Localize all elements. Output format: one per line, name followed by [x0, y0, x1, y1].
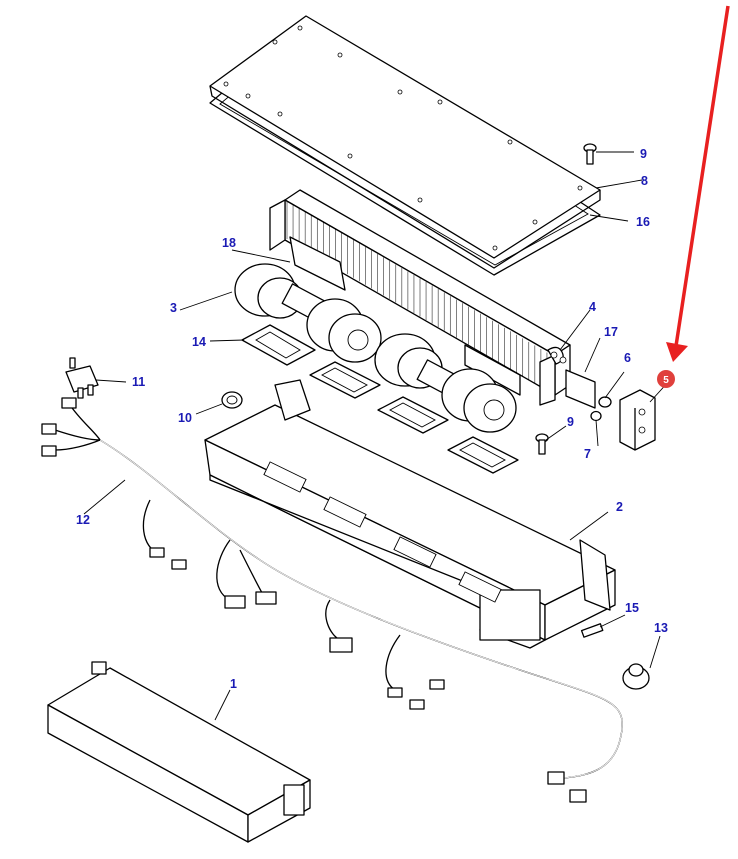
foam-pad-part-17: [565, 369, 596, 409]
callout-2: 2: [616, 500, 623, 514]
seal-duct-center: [309, 361, 519, 474]
callout-9-top: 9: [640, 147, 647, 161]
callout-7: 7: [584, 447, 591, 461]
callout-4: 4: [589, 300, 596, 314]
connector: [409, 699, 425, 710]
control-box-part-1: [47, 661, 311, 843]
connector: [569, 789, 587, 803]
foam-pad-right-core: [464, 344, 521, 396]
connector: [171, 559, 187, 570]
relay-part-11: [65, 357, 99, 399]
screw-part-9-lower: [535, 433, 549, 455]
blower-motor-part-3: [234, 263, 517, 433]
callout-3: 3: [170, 301, 177, 315]
core-fins: [286, 201, 554, 394]
connector: [41, 445, 57, 457]
cover-plate-part-8: [209, 15, 601, 269]
cover-screw-holes: [223, 25, 583, 251]
callout-16: 16: [636, 215, 650, 229]
connector: [547, 771, 565, 785]
screw-part-9-top: [583, 143, 597, 165]
connector: [41, 423, 57, 435]
highlight-arrow: [666, 5, 730, 362]
pin-part-15: [580, 623, 604, 638]
highlight-badge-5: 5: [657, 370, 675, 388]
leader-lines: [83, 151, 671, 721]
o-ring-part-7: [590, 410, 602, 422]
callout-17: 17: [604, 325, 618, 339]
foam-pad-part-18: [289, 236, 346, 291]
callout-labels: 1 2 3 4 6 7 8 9 9 10 11 12 13 14 15 16 1…: [76, 147, 668, 691]
heater-core-part-4: [269, 189, 571, 406]
connector: [329, 637, 353, 653]
callout-10: 10: [178, 411, 192, 425]
core-pipe-fittings: [547, 346, 567, 365]
connector: [387, 687, 403, 698]
wiring-harness-part-12: [41, 397, 623, 803]
grommet-part-10: [221, 391, 243, 409]
connector: [224, 595, 246, 609]
callout-14: 14: [192, 335, 206, 349]
callout-11: 11: [132, 375, 145, 389]
callout-15: 15: [625, 601, 639, 615]
connector: [61, 397, 77, 409]
connector: [255, 591, 277, 605]
seal-part-14: [241, 324, 316, 366]
callout-8: 8: [641, 174, 648, 188]
callout-12: 12: [76, 513, 90, 527]
plug-part-13: [622, 663, 650, 690]
callout-13: 13: [654, 621, 668, 635]
lower-housing-part-2: [204, 379, 616, 649]
o-ring-part-6: [598, 396, 612, 408]
badge-label: 5: [663, 375, 669, 386]
callout-9-lower: 9: [567, 415, 574, 429]
callout-18: 18: [222, 236, 236, 250]
callout-6: 6: [624, 351, 631, 365]
callout-1: 1: [230, 677, 237, 691]
connector: [149, 547, 165, 558]
connector: [429, 679, 445, 690]
expansion-valve-part-5: [619, 389, 656, 451]
